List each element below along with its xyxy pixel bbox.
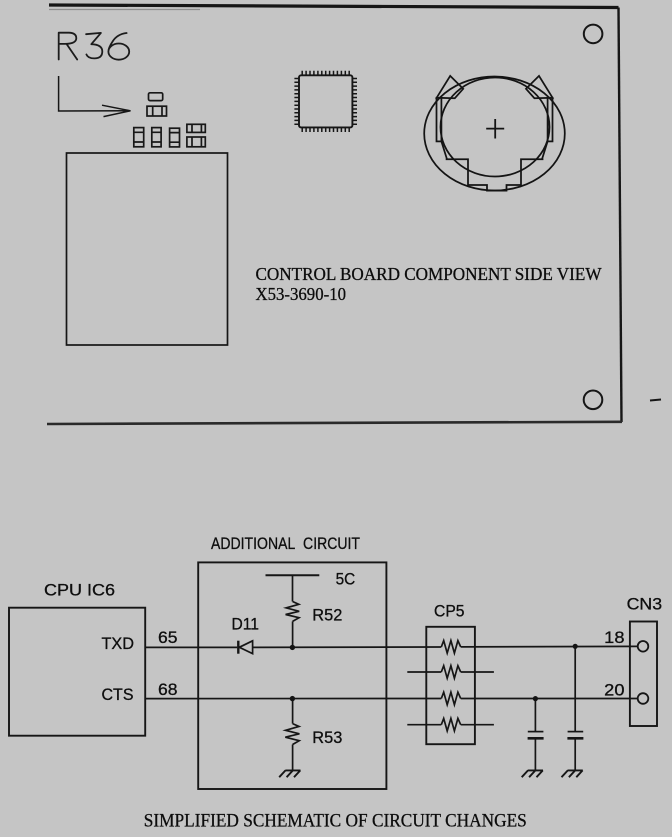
svg-text:CP5: CP5 — [434, 602, 465, 621]
svg-text:68: 68 — [158, 680, 178, 699]
svg-text:D11: D11 — [232, 615, 260, 634]
svg-text:ADDITIONAL CIRCUIT: ADDITIONAL CIRCUIT — [211, 534, 360, 553]
svg-text:20: 20 — [604, 681, 624, 700]
svg-text:CPU IC6: CPU IC6 — [44, 581, 115, 600]
svg-text:CTS: CTS — [102, 685, 134, 704]
svg-text:R53: R53 — [312, 728, 342, 747]
svg-text:X53-3690-10: X53-3690-10 — [256, 284, 347, 304]
svg-text:CN3: CN3 — [627, 594, 663, 613]
svg-text:CONTROL BOARD COMPONENT SIDE V: CONTROL BOARD COMPONENT SIDE VIEW — [256, 264, 602, 284]
svg-text:5C: 5C — [336, 570, 356, 589]
svg-text:18: 18 — [604, 628, 624, 647]
svg-text:R52: R52 — [312, 606, 342, 625]
svg-text:SIMPLIFIED SCHEMATIC OF CIRCUI: SIMPLIFIED SCHEMATIC OF CIRCUIT CHANGES — [144, 811, 527, 832]
svg-text:TXD: TXD — [102, 634, 135, 653]
svg-text:65: 65 — [158, 628, 178, 647]
